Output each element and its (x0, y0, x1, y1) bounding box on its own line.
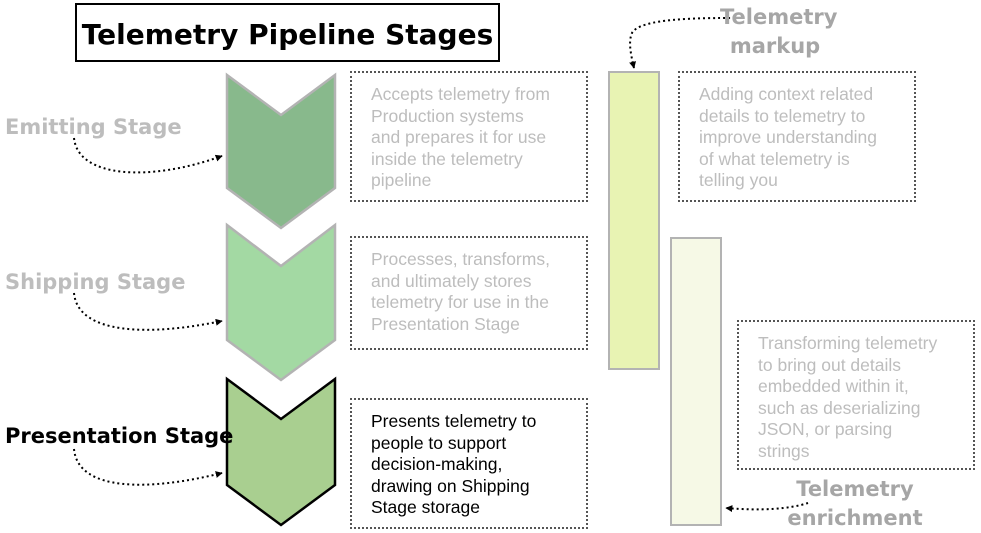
description-line: Production systems (371, 105, 524, 126)
description-line: Presents telemetry to (371, 411, 537, 431)
markup-label-line: Telemetry (720, 5, 838, 29)
shipping-stage-label: Shipping Stage (5, 270, 186, 294)
emitting-stage-label: Emitting Stage (5, 115, 182, 139)
description-line: Stage storage (371, 497, 480, 517)
description-line: embedded within it, (758, 376, 909, 396)
markup-bar (608, 71, 660, 370)
description-line: Transforming telemetry (758, 333, 938, 353)
markup-label-line: markup (729, 34, 821, 58)
description-line: Processes, transforms, (371, 249, 550, 269)
description-line: and prepares it for use (371, 127, 547, 147)
title-box: Telemetry Pipeline Stages (75, 3, 500, 62)
description-line: telemetry for use in the (371, 292, 549, 312)
enrichment-description: Transforming telemetry to bring out deta… (737, 320, 975, 470)
description-line: improve understanding (699, 127, 878, 147)
shipping-stage-description: Processes, transforms, and ultimately st… (350, 236, 588, 350)
presentation-stage-connector (73, 448, 223, 486)
description-line: pipeline (371, 170, 432, 190)
diagram-title: Telemetry Pipeline Stages (81, 18, 494, 51)
enrichment-bar (670, 237, 722, 526)
description-line: Adding context related (699, 84, 874, 104)
description-line: inside the telemetry (371, 148, 523, 169)
description-line: telling you (699, 170, 778, 190)
description-line: such as deserializing (758, 397, 921, 418)
emitting-stage-connector (73, 137, 223, 174)
description-line: of what telemetry is (699, 148, 850, 169)
presentation-stage-chevron (225, 376, 337, 527)
presentation-stage-label: Presentation Stage (5, 424, 234, 448)
description-line: Accepts telemetry from (371, 84, 550, 104)
emitting-stage-chevron (225, 72, 337, 230)
enrichment-label-line: Telemetry (796, 477, 914, 501)
shipping-stage-connector (73, 292, 223, 331)
description-line: to bring out details (758, 354, 902, 375)
markup-label: Telemetry markup (720, 3, 838, 61)
description-line: and ultimately stores (371, 270, 532, 291)
enrichment-label-line: enrichment (787, 506, 923, 530)
description-line: decision-making, (371, 454, 503, 474)
description-line: strings (758, 440, 810, 461)
markup-description: Adding context related details to teleme… (678, 71, 916, 202)
shipping-stage-chevron (225, 222, 337, 382)
enrichment-label: Telemetry enrichment (785, 475, 925, 533)
description-line: people to support (371, 432, 507, 453)
emitting-stage-description: Accepts telemetry from Production system… (350, 71, 588, 202)
description-line: drawing on Shipping (371, 475, 530, 496)
description-line: JSON, or parsing (758, 419, 893, 439)
presentation-stage-description: Presents telemetry to people to support … (350, 398, 588, 529)
description-line: Presentation Stage (371, 313, 520, 334)
markup-connector (629, 17, 736, 69)
enrichment-connector (725, 502, 809, 513)
description-line: details to telemetry to (699, 105, 866, 126)
